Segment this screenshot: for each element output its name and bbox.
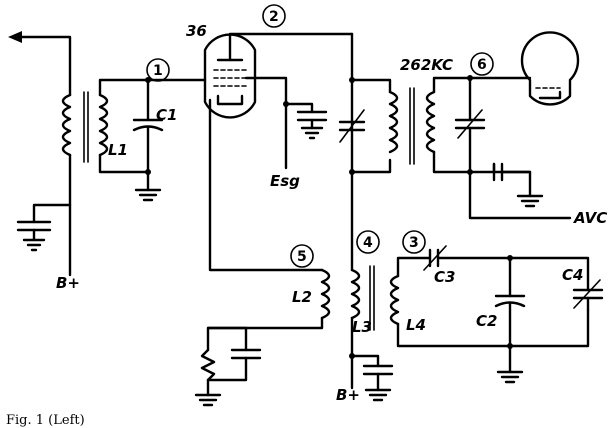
tube-label-36: 36 <box>186 22 207 40</box>
oscillator-section <box>194 245 604 407</box>
bplus-left-label: B+ <box>56 274 80 292</box>
c4-label: C4 <box>562 266 583 284</box>
test-point-2: 2 <box>262 4 286 28</box>
l1-c1-tank <box>98 77 207 202</box>
esg-label: Esg <box>270 172 300 190</box>
svg-text:1: 1 <box>153 63 163 79</box>
figure-caption: Fig. 1 (Left) <box>6 413 85 428</box>
freq-label: 262KC <box>400 56 453 74</box>
test-point-4: 4 <box>356 230 380 254</box>
primary-coil <box>61 93 72 157</box>
input-transformer <box>8 31 89 277</box>
l1-label: L1 <box>108 141 128 159</box>
svg-text:5: 5 <box>297 249 307 265</box>
tube-envelope <box>203 33 257 119</box>
if-transformer <box>338 32 572 272</box>
l4-label: L4 <box>406 316 426 334</box>
tube-36 <box>203 32 354 272</box>
c2-label: C2 <box>476 312 497 330</box>
l3-coil <box>350 268 361 320</box>
svg-text:2: 2 <box>269 9 279 25</box>
test-point-5: 5 <box>290 244 314 268</box>
l1-coil <box>98 93 109 157</box>
tube-detector <box>520 31 580 106</box>
c3-label: C3 <box>434 268 455 286</box>
l3-label: L3 <box>352 318 372 336</box>
svg-text:6: 6 <box>477 57 487 73</box>
l2-label: L2 <box>292 288 312 306</box>
l2-coil <box>320 268 331 320</box>
l4-coil <box>389 274 400 326</box>
input-arrow-icon <box>8 31 22 43</box>
test-point-1: 1 <box>146 58 170 82</box>
c1-label: C1 <box>156 106 177 124</box>
test-point-3: 3 <box>402 230 426 254</box>
test-point-6: 6 <box>470 52 494 76</box>
svg-text:4: 4 <box>363 235 373 251</box>
bplus-bottom-label: B+ <box>336 386 360 404</box>
svg-text:3: 3 <box>409 235 419 251</box>
avc-label: AVC <box>573 209 607 227</box>
